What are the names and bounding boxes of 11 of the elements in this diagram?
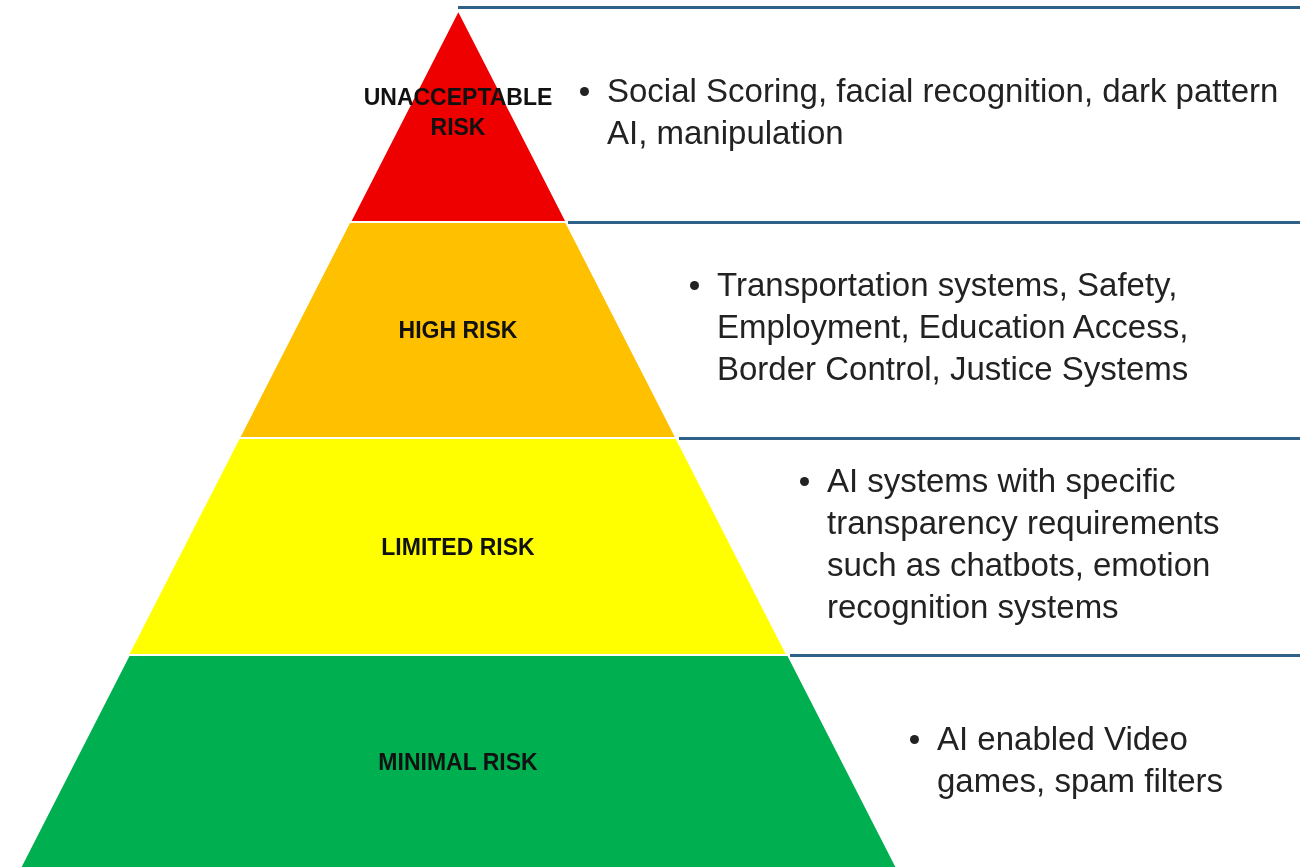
pyramid-band <box>19 655 897 868</box>
pyramid-band <box>239 222 677 438</box>
description-text: AI enabled Video games, spam filters <box>937 719 1225 801</box>
description-text: Transportation systems, Safety, Employment, Education Access, Border Control, Justice Systems <box>717 265 1190 389</box>
tier-label: HIGH RISK <box>397 316 519 345</box>
description-text: Social Scoring, facial recognition, dark pattern AI, manipulation <box>607 71 1280 153</box>
pyramid-band <box>128 438 788 655</box>
description-text: AI systems with specific transparency requirements such as chatbots, emotion recognition systems <box>827 461 1221 627</box>
tier-label: MINIMAL RISK <box>377 747 539 777</box>
tier-label: LIMITED RISK <box>380 532 536 562</box>
pyramid-tip-triangle <box>349 10 567 222</box>
